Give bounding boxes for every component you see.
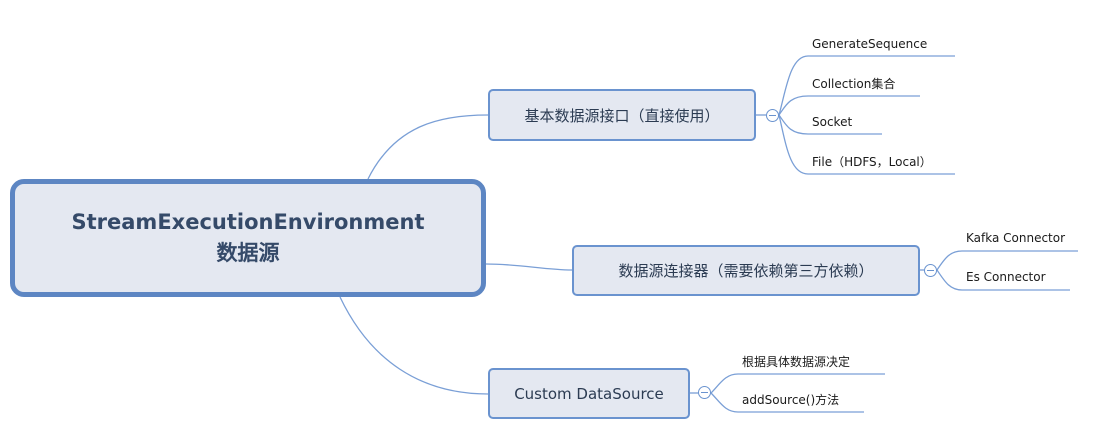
leaf-add-source-method[interactable]: addSource()方法 bbox=[742, 393, 840, 407]
collapse-toggle-icon[interactable] bbox=[766, 109, 779, 122]
link-root-b1 bbox=[367, 114, 489, 180]
leaf-depends-on-source[interactable]: 根据具体数据源决定 bbox=[742, 355, 851, 369]
leaf-collection[interactable]: Collection集合 bbox=[812, 77, 896, 91]
link-b1-leaf3 bbox=[778, 114, 882, 135]
leaf-es-connector[interactable]: Es Connector bbox=[966, 270, 1046, 284]
root-node[interactable]: StreamExecutionEnvironment 数据源 bbox=[10, 179, 486, 297]
root-title: StreamExecutionEnvironment bbox=[71, 210, 425, 234]
branch-basic-sources[interactable]: 基本数据源接口（直接使用） bbox=[488, 89, 756, 141]
branch-connectors[interactable]: 数据源连接器（需要依赖第三方依赖） bbox=[572, 245, 920, 296]
link-b2-leaf2 bbox=[936, 269, 1070, 291]
root-subtitle: 数据源 bbox=[216, 241, 280, 265]
branch-label: Custom DataSource bbox=[514, 384, 664, 403]
leaf-generate-sequence[interactable]: GenerateSequence bbox=[812, 37, 928, 51]
leaf-socket[interactable]: Socket bbox=[812, 115, 853, 129]
link-b1-leaf1 bbox=[778, 55, 955, 116]
link-root-b2 bbox=[485, 263, 573, 271]
link-b1-leaf4 bbox=[778, 114, 955, 175]
leaf-file[interactable]: File（HDFS，Local） bbox=[812, 155, 932, 169]
branch-label: 数据源连接器（需要依赖第三方依赖） bbox=[618, 262, 874, 280]
link-b3-leaf1 bbox=[710, 373, 885, 394]
link-b2-leaf1 bbox=[936, 250, 1078, 271]
collapse-toggle-icon[interactable] bbox=[698, 386, 711, 399]
link-b1-leaf2 bbox=[778, 95, 920, 116]
link-root-b3 bbox=[339, 296, 489, 395]
branch-custom-datasource[interactable]: Custom DataSource bbox=[488, 368, 690, 419]
branch-label: 基本数据源接口（直接使用） bbox=[524, 106, 720, 125]
link-b3-leaf2 bbox=[710, 392, 864, 413]
leaf-kafka-connector[interactable]: Kafka Connector bbox=[966, 231, 1066, 245]
collapse-toggle-icon[interactable] bbox=[924, 264, 937, 277]
